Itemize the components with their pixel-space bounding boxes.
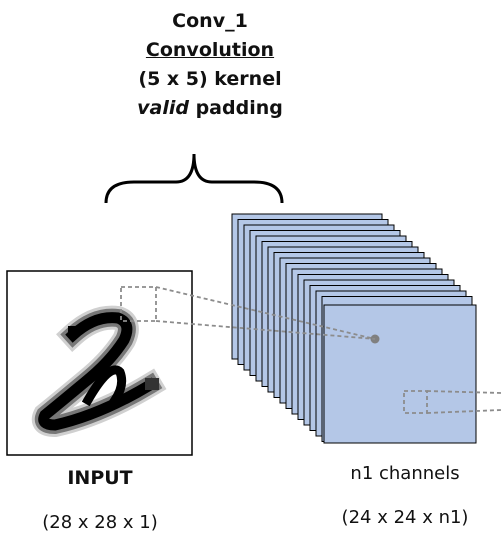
output-receptive-field [403, 390, 428, 414]
curly-brace [104, 153, 284, 204]
padding-suffix: padding [188, 97, 283, 119]
next-connector-bottom [426, 409, 501, 414]
input-receptive-field [120, 286, 157, 322]
connector-line-top [155, 286, 376, 340]
padding-word: valid [137, 97, 189, 119]
layer-type: Convolution [145, 39, 275, 61]
feature-map-stack [231, 213, 477, 444]
output-channels-label: n1 channels [350, 463, 460, 484]
digit-two-image [31, 305, 167, 438]
kernel-size: (5 x 5) kernel [138, 68, 282, 90]
output-dimensions: (24 x 24 x n1) [341, 507, 469, 528]
next-connector-top [426, 390, 501, 394]
input-label: INPUT [67, 467, 133, 489]
layer-description: Conv_1 Convolution (5 x 5) kernel valid … [100, 7, 320, 123]
input-dimensions: (28 x 28 x 1) [42, 512, 158, 533]
feature-map-front [323, 304, 477, 444]
connector-line-bottom [155, 320, 376, 340]
padding-mode: valid padding [100, 94, 320, 123]
layer-name: Conv_1 [172, 10, 248, 32]
